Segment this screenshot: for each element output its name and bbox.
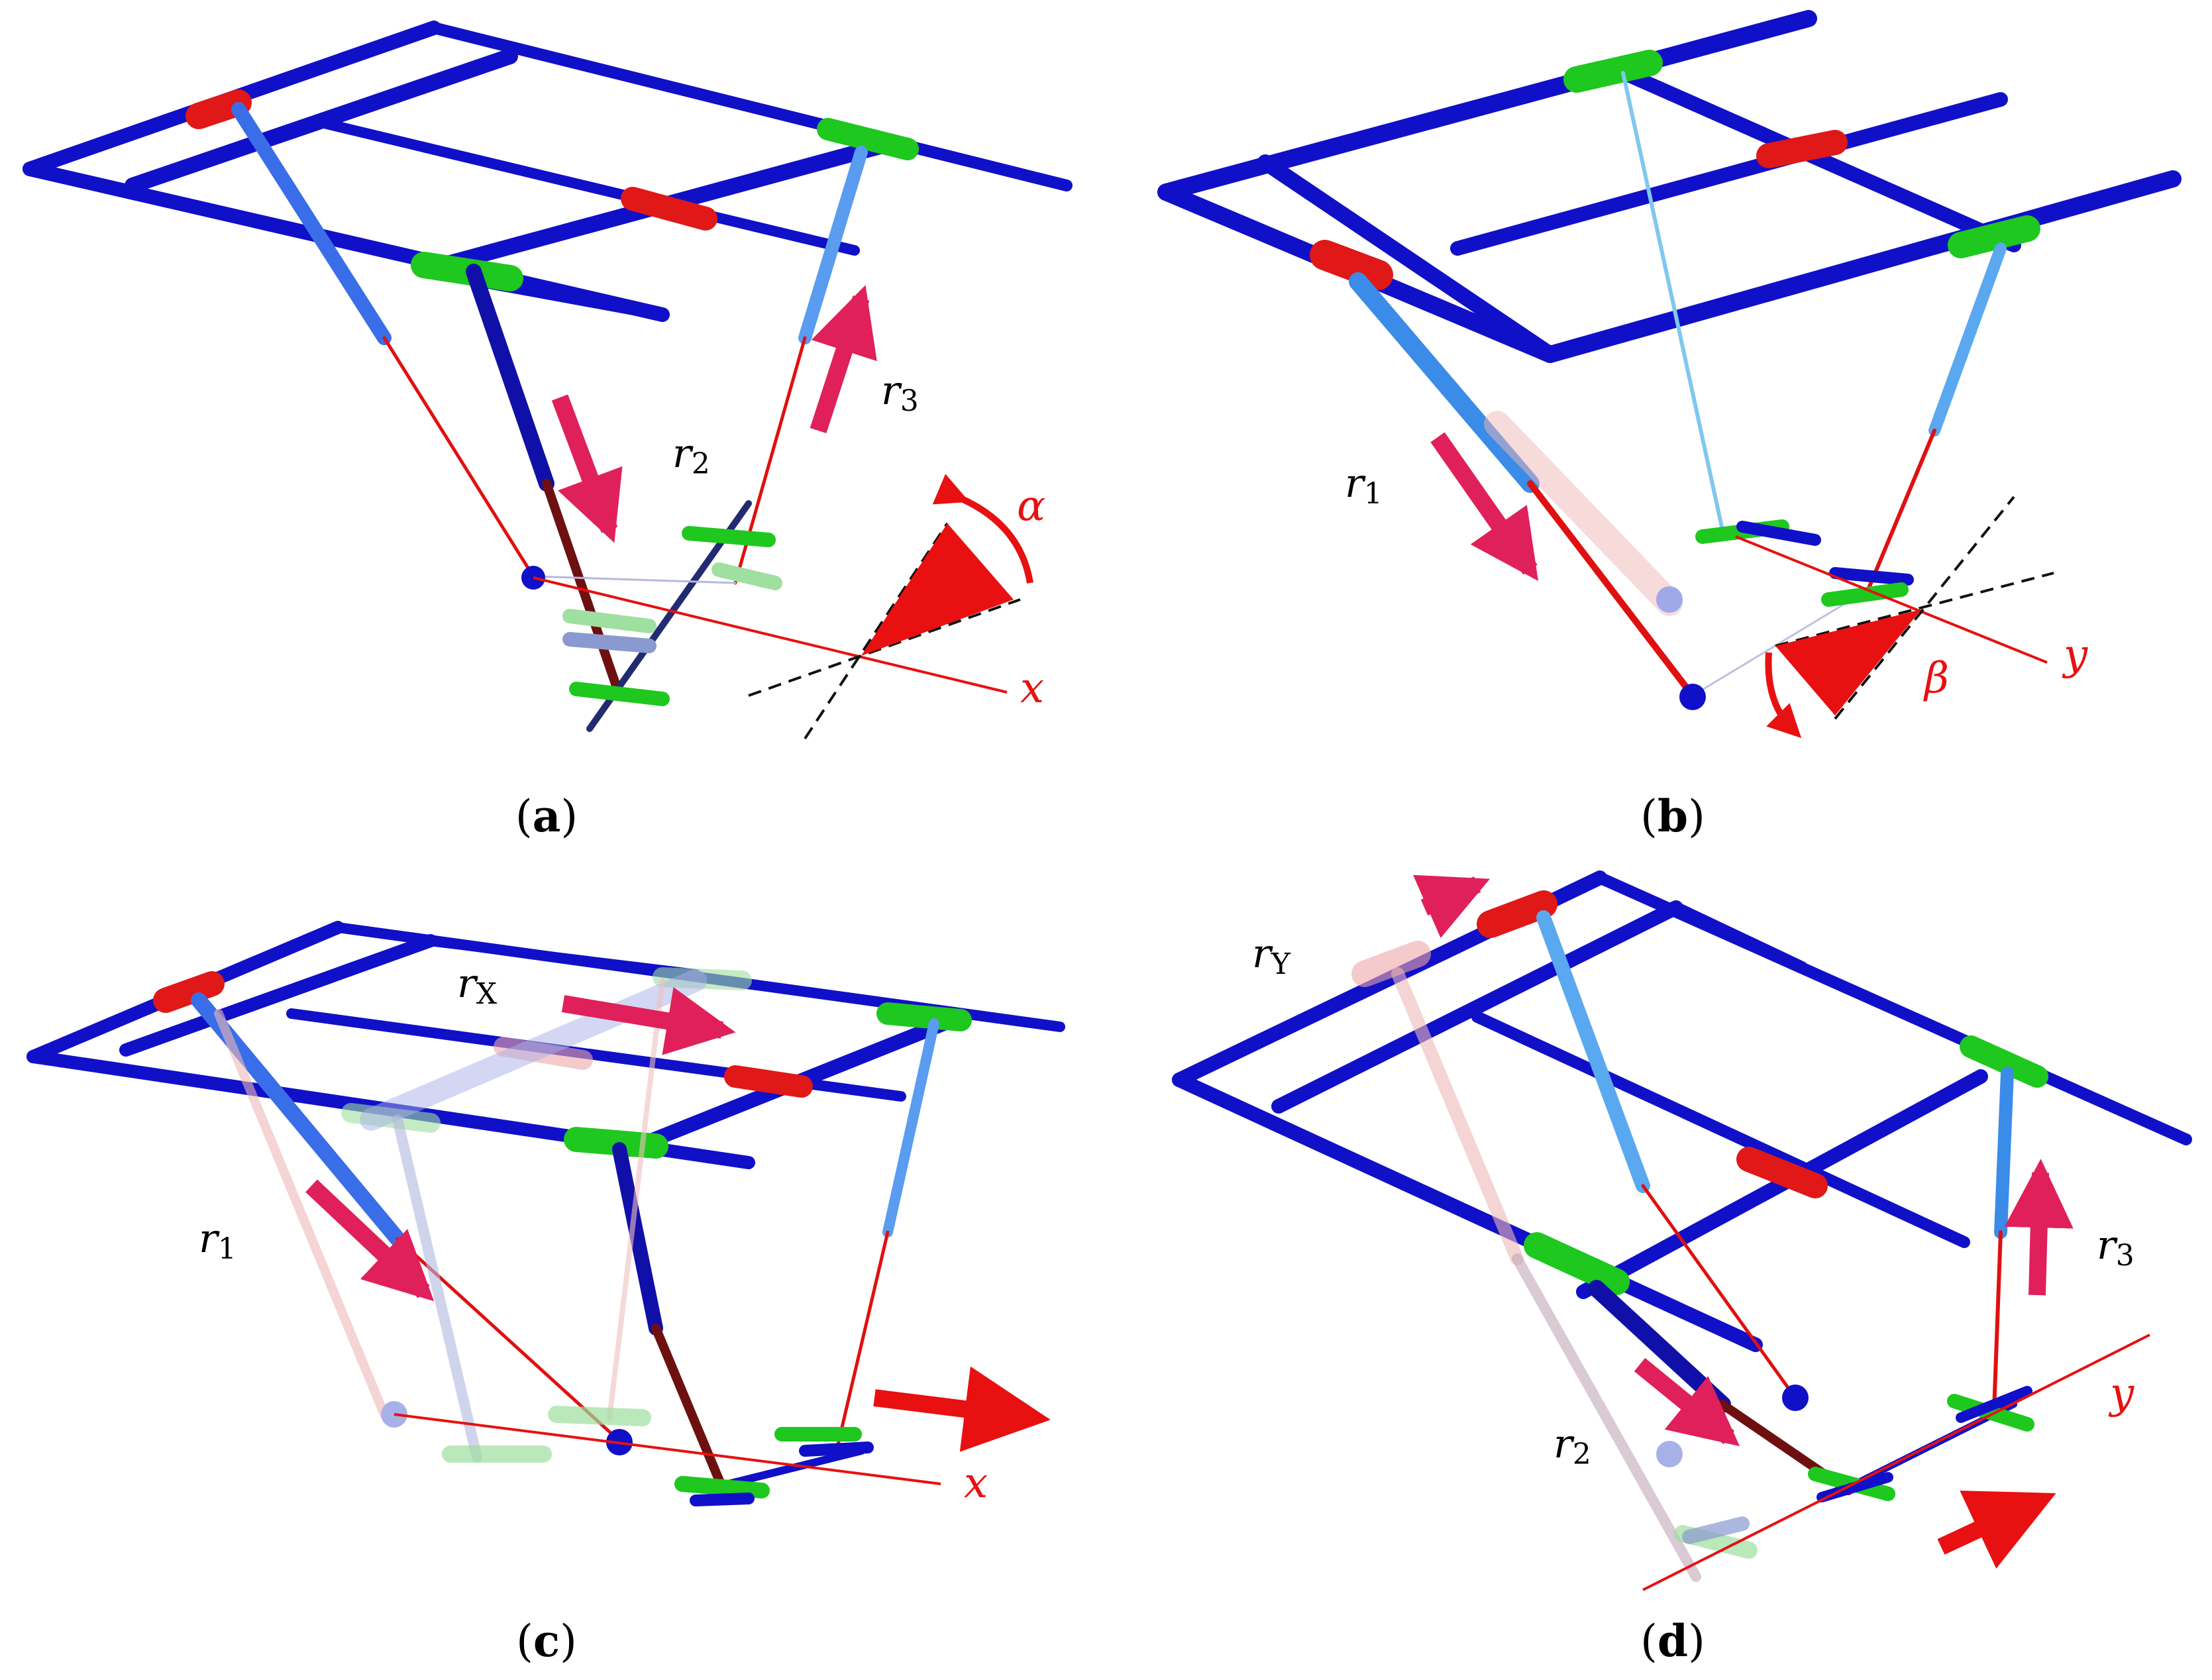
joint-green-c1 (876, 1002, 972, 1031)
arrow-r1-c (305, 1179, 435, 1302)
caption-a: (a) (515, 790, 578, 842)
joint-red-d1 (1477, 890, 1557, 938)
arrows-a (551, 285, 877, 543)
label-r3: r3 (881, 368, 919, 418)
label-rx: rX (457, 961, 498, 1011)
label-axis-x-c: x (964, 1459, 988, 1508)
arrow-r1-b (1430, 432, 1538, 582)
rotation-arrow-alpha (932, 474, 1033, 584)
cables-a (231, 102, 868, 732)
joint-red-c1 (153, 971, 225, 1013)
frame-a (23, 21, 1073, 322)
joints-b (1310, 50, 2040, 290)
label-r3-d: r3 (2097, 1222, 2134, 1273)
angle-sector-alpha (861, 523, 1014, 656)
labels-c: rX r1 x (199, 961, 988, 1508)
arrow-r2-d (1634, 1357, 1740, 1447)
labels-a: r2 r3 α x (672, 368, 1045, 713)
cables-b (1349, 71, 2007, 699)
joint-red-b2 (1756, 130, 1848, 168)
frame-b (1157, 10, 2182, 363)
platform-a (521, 526, 782, 706)
axes-b (1735, 496, 2054, 739)
labels-d: rY r3 r2 y (1252, 931, 2134, 1471)
label-alpha: α (1017, 482, 1045, 531)
joint-green-b1 (1563, 50, 1663, 93)
arrow-r2 (551, 394, 623, 543)
label-r2-d: r2 (1554, 1421, 1591, 1471)
axes-a (533, 474, 1033, 740)
label-r1-c: r1 (199, 1216, 237, 1266)
label-r2: r2 (672, 431, 710, 481)
panel-c: rX r1 x (c) (26, 921, 1065, 1667)
arrow-r3-d (2004, 1159, 2074, 1296)
joint-green-d1 (1960, 1035, 2048, 1088)
joints-d (1351, 890, 2048, 1295)
arrow-rx (561, 987, 736, 1055)
joints-c (153, 967, 972, 1159)
joint-green-d2 (1524, 1232, 1630, 1295)
arrow-ry (1412, 874, 1491, 938)
arrows-c (305, 987, 1051, 1452)
cables-c (191, 978, 939, 1492)
arrows-b (1430, 432, 1538, 582)
joint-red-a2 (621, 187, 717, 231)
panel-b: r1 β y (b) (1157, 10, 2182, 842)
arrow-motion-y (1937, 1491, 2056, 1569)
joint-green-b2 (1948, 215, 2040, 258)
caption-b: (b) (1640, 790, 1705, 842)
platform-c (381, 1401, 874, 1506)
label-axis-x-a: x (1020, 664, 1044, 713)
joint-red-a1 (185, 89, 252, 129)
label-ry: rY (1252, 931, 1291, 981)
labels-b: r1 β y (1345, 460, 2088, 703)
arrows-d (1412, 874, 2074, 1569)
joint-red-d2 (1736, 1147, 1828, 1198)
arrow-r3 (810, 285, 877, 434)
label-axis-y-d: y (2108, 1369, 2134, 1418)
panel-a: r2 r3 α x (a) (23, 21, 1073, 842)
angle-sector-beta (1775, 609, 1921, 715)
axes-c (394, 1413, 941, 1485)
platform-b (1656, 519, 1914, 710)
label-axis-y-b: y (2062, 631, 2088, 680)
arrow-motion-x (873, 1366, 1051, 1452)
label-beta: β (1923, 654, 1949, 703)
label-r1-b: r1 (1345, 460, 1383, 511)
axes-d (1642, 1334, 2150, 1591)
rotation-arrow-beta (1765, 652, 1802, 739)
caption-d: (d) (1640, 1615, 1705, 1667)
joint-red-b1 (1310, 240, 1393, 290)
joint-green-a1 (817, 118, 919, 160)
caption-c: (c) (516, 1615, 577, 1667)
panel-d: rY r3 r2 y (d) (1172, 870, 2192, 1667)
joint-red-c2 (724, 1065, 813, 1098)
